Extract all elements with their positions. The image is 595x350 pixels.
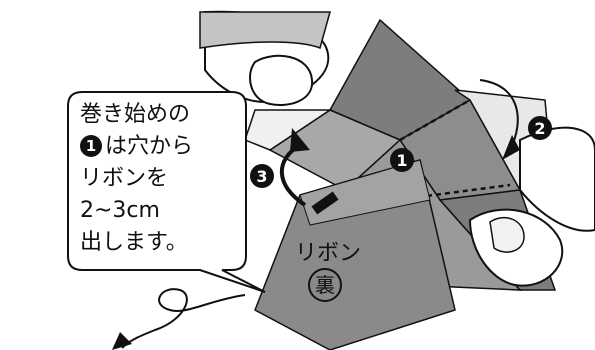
step-badge-3: 3 <box>250 164 274 188</box>
ribbon-start-mark <box>311 191 339 215</box>
paper-flap-left <box>244 109 333 151</box>
arrow-step-2-head <box>502 135 520 160</box>
fold-line-upper <box>399 98 471 142</box>
curved-arrow-bottom <box>121 288 246 349</box>
callout-text-line-1: 巻き始めの <box>80 102 191 127</box>
curved-arrow-bottom-head <box>112 332 132 350</box>
arrow-step-3-head <box>290 128 310 152</box>
step-badge-2: 2 <box>528 116 552 140</box>
svg-text:1: 1 <box>396 151 407 170</box>
step-badge-1: 1 <box>390 148 414 172</box>
ribbon-label: リボン <box>295 241 362 266</box>
ribbon-back-side-mark: 裏 <box>308 268 342 302</box>
svg-text:3: 3 <box>256 167 267 186</box>
finger-top-left <box>249 54 314 106</box>
hand-right <box>519 126 595 232</box>
callout-text-line-3: リボンを <box>80 166 169 191</box>
ribbon-strip-top <box>299 159 431 226</box>
finger-lower-right <box>489 217 525 253</box>
callout-text-line-2-text: は穴から <box>105 134 194 159</box>
callout-step-badge: 1 <box>80 135 102 157</box>
callout-bubble <box>67 91 266 293</box>
paper-corner-top-left <box>199 11 331 50</box>
callout-text-line-4: 2~3cm <box>80 198 160 223</box>
svg-text:2: 2 <box>534 119 545 138</box>
callout-text-line-5: 出します。 <box>80 230 188 255</box>
